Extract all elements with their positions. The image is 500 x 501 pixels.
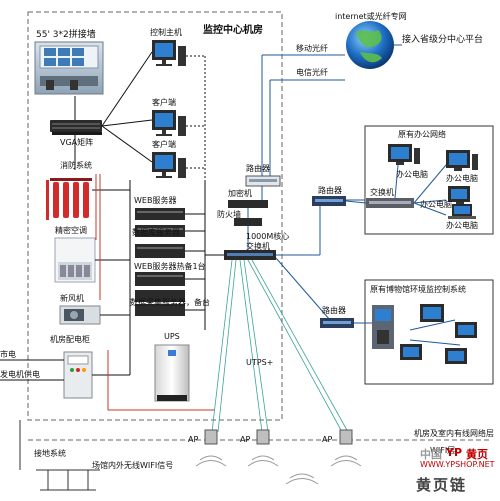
watermark-line3: 黄页链 bbox=[416, 476, 468, 494]
office-network-box bbox=[364, 125, 494, 235]
province-label: 接入省级分中心平台 bbox=[402, 35, 484, 45]
db-server-label: 数据库服务器 bbox=[132, 228, 180, 237]
precision-ac-label: 精密空调 bbox=[55, 226, 87, 235]
core-switch-label: 1000M核心交换机 bbox=[246, 232, 290, 251]
laptop-icon bbox=[448, 204, 476, 219]
museum-pc-4 bbox=[445, 348, 467, 364]
telecom-fiber-label: 电信光纤 bbox=[296, 68, 328, 77]
office-links bbox=[345, 164, 447, 216]
server-links bbox=[185, 55, 226, 330]
mobile-fiber-label: 移动光纤 bbox=[296, 44, 328, 53]
mains-label: 市电 bbox=[0, 350, 16, 359]
wifi-signal-arcs bbox=[195, 455, 362, 485]
router-low-label: 路由器 bbox=[322, 306, 346, 315]
ups-icon bbox=[154, 344, 190, 402]
room-title: 监控中心机房 bbox=[203, 25, 263, 36]
museum-network-label: 原有博物馆环境监控制系统 bbox=[370, 285, 466, 294]
client-1-label: 客户端 bbox=[152, 98, 176, 107]
office-network-label: 原有办公网络 bbox=[398, 130, 446, 139]
ap-icon bbox=[204, 429, 353, 445]
museum-network-box bbox=[364, 279, 494, 385]
encryptor-icon bbox=[228, 200, 268, 208]
office-pc-2 bbox=[446, 150, 478, 171]
fresh-air-label: 新风机 bbox=[60, 294, 84, 303]
server-rack bbox=[135, 208, 185, 316]
globe-icon bbox=[346, 21, 394, 69]
router-top-label: 路由器 bbox=[246, 164, 270, 173]
control-host-monitor bbox=[152, 40, 186, 66]
office-pc-3 bbox=[448, 186, 470, 205]
router-top-icon bbox=[245, 175, 281, 187]
museum-kiosk bbox=[372, 305, 394, 349]
machine-room-border bbox=[27, 11, 283, 421]
blue-links bbox=[247, 54, 365, 321]
wired-net-label: 机房及室内有线网络层 bbox=[414, 429, 494, 438]
matrix-links bbox=[74, 51, 153, 170]
encryptor-label: 加密机 bbox=[228, 189, 252, 198]
office-pc-1 bbox=[388, 144, 420, 165]
pc-1-label: 办公电脑 bbox=[396, 170, 428, 179]
pc-4-label: 办公电脑 bbox=[446, 221, 478, 230]
grounding-icon bbox=[36, 469, 100, 491]
museum-pc-1 bbox=[420, 304, 444, 322]
watermark-line1-b: YP bbox=[446, 446, 463, 459]
watermark-line2: WWW.YPSHOP.NET bbox=[420, 460, 495, 469]
power-cabinet-label: 机房配电柜 bbox=[50, 335, 90, 344]
control-host-label: 控制主机 bbox=[150, 28, 182, 37]
video-wall bbox=[34, 41, 104, 95]
watermark-line1-c: 黄页 bbox=[466, 448, 488, 461]
internet-label: internet或光纤专网 bbox=[335, 12, 407, 21]
vga-matrix-label: VGA矩阵 bbox=[60, 138, 94, 147]
client-2-label: 客户端 bbox=[152, 140, 176, 149]
web-hot-standby-label: WEB服务器热备1台 bbox=[134, 262, 206, 271]
museum-pc-3 bbox=[400, 344, 422, 360]
pc-2-label: 办公电脑 bbox=[446, 174, 478, 183]
museum-pc-2 bbox=[455, 322, 477, 338]
data-server-label: 数据采集服务器，备台 bbox=[130, 298, 210, 307]
pc-3-label: 办公电脑 bbox=[420, 200, 452, 209]
precision-ac-icon bbox=[54, 237, 96, 283]
ups-label: UPS bbox=[164, 332, 180, 341]
fire-system-icon bbox=[46, 178, 92, 220]
generator-label: 发电机供电 bbox=[0, 370, 40, 379]
wifi-links bbox=[211, 259, 349, 433]
core-switch-icon bbox=[224, 250, 276, 260]
fan-icon bbox=[59, 305, 101, 325]
router-mid-label: 路由器 bbox=[318, 186, 342, 195]
red-links bbox=[95, 174, 215, 411]
ap-3-label: AP bbox=[322, 435, 333, 444]
web-server-label: WEB服务器 bbox=[134, 196, 177, 205]
switch-label: 交换机 bbox=[370, 188, 394, 197]
ap-1-label: AP bbox=[188, 435, 199, 444]
client-1-monitor bbox=[152, 110, 186, 136]
client-2-monitor bbox=[152, 152, 186, 178]
wireless-net-label: WIFI层 bbox=[430, 446, 456, 455]
fire-system-label: 消防系统 bbox=[60, 161, 92, 170]
utps-label: UTPS+ bbox=[246, 358, 274, 367]
watermark-line1-a: 中国 bbox=[420, 448, 442, 461]
video-wall-label: 55' 3*2拼接墙 bbox=[36, 30, 96, 40]
router-mid-icon bbox=[312, 196, 346, 206]
router-low-icon bbox=[320, 318, 354, 328]
vga-matrix-icon bbox=[50, 120, 102, 135]
wifi-label: 场馆内外无线WIFI信号 bbox=[92, 461, 174, 470]
grounding-label: 接地系统 bbox=[34, 449, 66, 458]
switch-icon bbox=[366, 198, 414, 208]
ap-2-label: AP bbox=[240, 435, 251, 444]
firewall-label: 防火墙 bbox=[217, 210, 241, 219]
cabinet-icon bbox=[63, 351, 93, 399]
firewall-icon bbox=[234, 218, 262, 226]
power-links bbox=[0, 180, 131, 381]
